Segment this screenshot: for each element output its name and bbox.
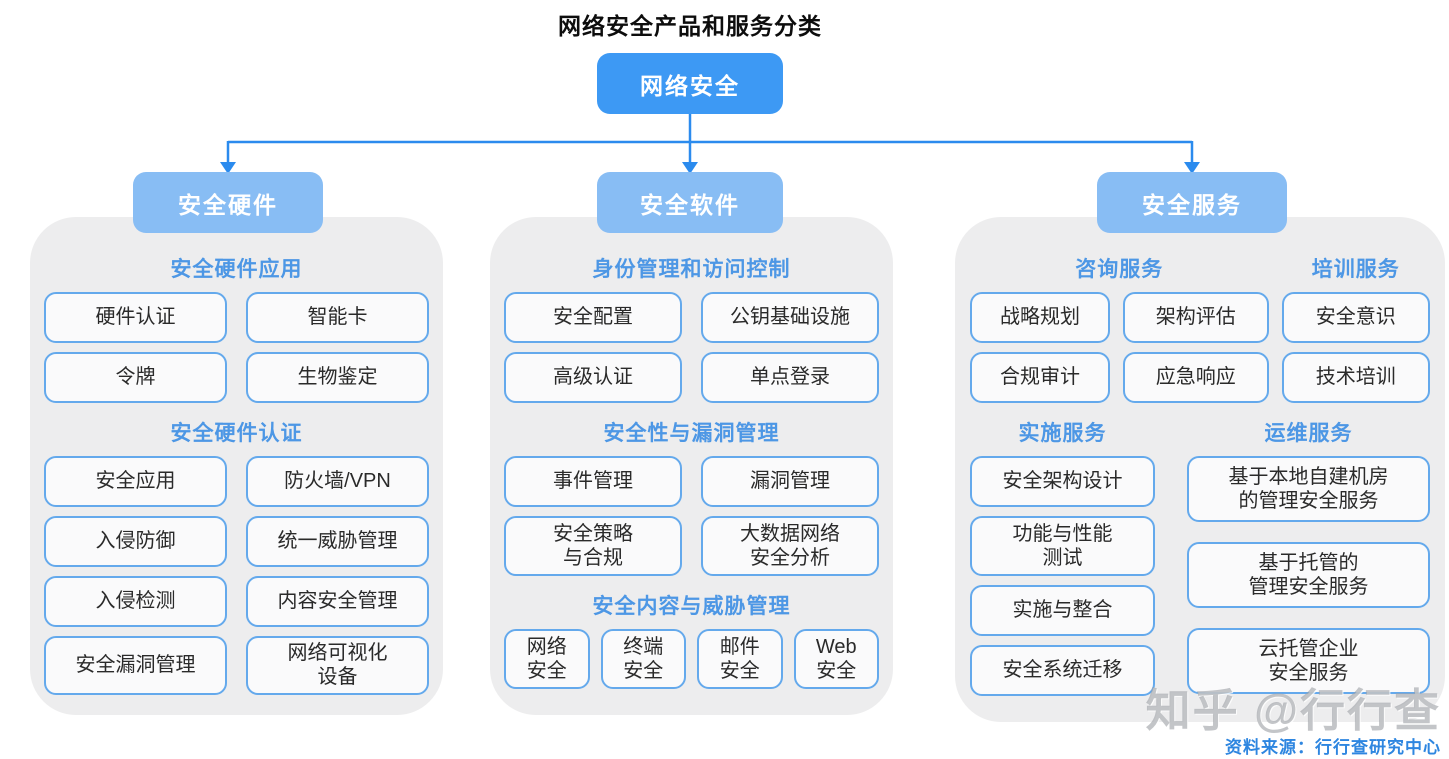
item-box: 技术培训 bbox=[1281, 352, 1430, 403]
zhihu-watermark: 知乎 @行行查 bbox=[1145, 685, 1441, 736]
item-box: 安全漏洞管理 bbox=[44, 636, 227, 695]
item-box: 生物鉴定 bbox=[246, 352, 429, 403]
item-box: 安全系统迁移 bbox=[970, 645, 1155, 696]
item-box: Web 安全 bbox=[793, 629, 879, 689]
diagram-title: 网络安全产品和服务分类 bbox=[558, 13, 822, 39]
item-box: 智能卡 bbox=[246, 292, 429, 343]
item-box: 合规审计 bbox=[970, 352, 1110, 403]
item-grid: 安全配置 公钥基础设施 高级认证 单点登录 bbox=[504, 292, 879, 403]
item-box: 公钥基础设施 bbox=[701, 292, 879, 343]
item-box: 功能与性能 测试 bbox=[970, 516, 1155, 576]
item-box: 统一威胁管理 bbox=[246, 516, 429, 567]
branch-header-software: 安全软件 bbox=[597, 172, 783, 233]
branch-header-services: 安全服务 bbox=[1097, 172, 1287, 233]
item-box: 安全意识 bbox=[1281, 292, 1430, 343]
services-bottom: 实施服务 安全架构设计 功能与性能 测试 实施与整合 安全系统迁移 运维服务 基… bbox=[970, 417, 1430, 714]
item-grid: 安全应用 防火墙/VPN 入侵防御 统一威胁管理 入侵检测 内容安全管理 安全漏… bbox=[44, 456, 429, 695]
item-box: 实施与整合 bbox=[970, 585, 1155, 636]
section-heading: 培训服务 bbox=[1311, 258, 1400, 281]
implementation-column: 实施服务 安全架构设计 功能与性能 测试 实施与整合 安全系统迁移 bbox=[970, 417, 1155, 714]
item-box: 事件管理 bbox=[504, 456, 682, 507]
branch-header-hardware: 安全硬件 bbox=[133, 172, 323, 233]
item-grid: 事件管理 漏洞管理 安全策略 与合规 大数据网络 安全分析 bbox=[504, 456, 879, 576]
section-heading: 安全内容与威胁管理 bbox=[592, 595, 791, 618]
item-box: 防火墙/VPN bbox=[246, 456, 429, 507]
item-box: 安全应用 bbox=[44, 456, 227, 507]
section-heading: 咨询服务 bbox=[1075, 258, 1164, 281]
item-box: 大数据网络 安全分析 bbox=[701, 516, 879, 576]
item-box: 内容安全管理 bbox=[246, 576, 429, 627]
item-box: 单点登录 bbox=[701, 352, 879, 403]
item-box: 终端 安全 bbox=[600, 629, 686, 689]
item-box: 应急响应 bbox=[1123, 352, 1269, 403]
item-box: 硬件认证 bbox=[44, 292, 227, 343]
item-box: 基于本地自建机房 的管理安全服务 bbox=[1187, 456, 1430, 522]
item-box: 高级认证 bbox=[504, 352, 682, 403]
item-box: 入侵防御 bbox=[44, 516, 227, 567]
item-grid: 网络 安全 终端 安全 邮件 安全 Web 安全 bbox=[504, 629, 879, 689]
item-box: 基于托管的 管理安全服务 bbox=[1187, 542, 1430, 608]
item-box: 漏洞管理 bbox=[701, 456, 879, 507]
item-box: 网络可视化 设备 bbox=[246, 636, 429, 695]
item-box: 令牌 bbox=[44, 352, 227, 403]
section-heading: 安全性与漏洞管理 bbox=[603, 422, 780, 445]
item-box: 安全架构设计 bbox=[970, 456, 1155, 507]
root-node: 网络安全 bbox=[597, 53, 783, 114]
panel-hardware: 安全硬件应用 硬件认证 智能卡 令牌 生物鉴定 安全硬件认证 安全应用 防火墙/… bbox=[30, 217, 443, 715]
item-box: 战略规划 bbox=[970, 292, 1110, 343]
connector-lines bbox=[220, 114, 1200, 174]
item-box: 安全配置 bbox=[504, 292, 682, 343]
item-box: 安全策略 与合规 bbox=[504, 516, 682, 576]
panel-services: 咨询服务 培训服务 战略规划 架构评估 安全意识 合规审计 应急响应 技术培训 … bbox=[955, 217, 1445, 722]
panel-software: 身份管理和访问控制 安全配置 公钥基础设施 高级认证 单点登录 安全性与漏洞管理… bbox=[490, 217, 893, 715]
section-heading: 身份管理和访问控制 bbox=[592, 258, 791, 281]
section-heading: 安全硬件认证 bbox=[170, 422, 303, 445]
section-heading: 运维服务 bbox=[1264, 422, 1353, 445]
item-box: 邮件 安全 bbox=[697, 629, 783, 689]
arrowhead-icons bbox=[220, 162, 1200, 174]
item-box: 入侵检测 bbox=[44, 576, 227, 627]
source-note: 资料来源：行行查研究中心 bbox=[1225, 738, 1441, 757]
item-grid: 硬件认证 智能卡 令牌 生物鉴定 bbox=[44, 292, 429, 403]
item-box: 架构评估 bbox=[1123, 292, 1269, 343]
item-box: 网络 安全 bbox=[504, 629, 590, 689]
services-top-grid: 咨询服务 培训服务 战略规划 架构评估 安全意识 合规审计 应急响应 技术培训 bbox=[970, 253, 1430, 403]
operations-column: 运维服务 基于本地自建机房 的管理安全服务 基于托管的 管理安全服务 云托管企业… bbox=[1187, 417, 1430, 714]
section-heading: 安全硬件应用 bbox=[170, 258, 303, 281]
section-heading: 实施服务 bbox=[1018, 422, 1107, 445]
item-box: 云托管企业 安全服务 bbox=[1187, 628, 1430, 694]
